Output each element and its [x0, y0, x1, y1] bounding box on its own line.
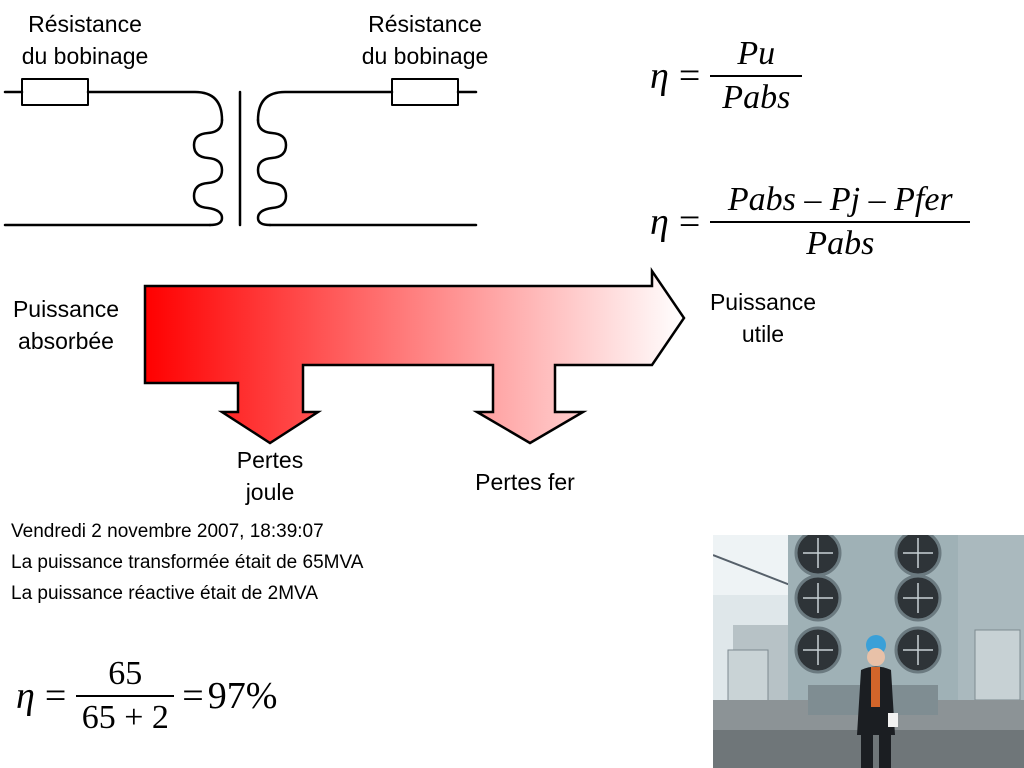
right-coil [256, 118, 288, 227]
efficiency-formula-2: η = Pabs – Pj – Pfer Pabs [650, 172, 971, 272]
result-denominator: 65 + 2 [81, 699, 169, 736]
equals-sign-2: = [182, 675, 204, 717]
iron-loss-label: Pertes fer [475, 469, 575, 495]
power-flow-arrow [143, 266, 686, 445]
input-power-label: Puissance absorbée [0, 293, 132, 357]
right-winding-label: Résistance du bobinage [340, 8, 510, 72]
transformer-diagram [3, 78, 478, 227]
output-power-label: Puissance utile [688, 286, 838, 350]
transformer-site-photo [713, 535, 1024, 768]
formula2-fraction-bar [710, 221, 971, 223]
eta-symbol: η [650, 201, 669, 243]
eta-symbol: η [16, 675, 35, 717]
note-datetime: Vendredi 2 novembre 2007, 18:39:07 [11, 521, 324, 542]
efficiency-formula-1: η = Pu Pabs [650, 26, 803, 126]
formula2-numerator: Pabs – Pj – Pfer [727, 181, 953, 218]
input-power-label-line2: absorbée [18, 328, 114, 354]
right-top-wire [256, 90, 394, 122]
output-power-label-line2: utile [741, 321, 785, 347]
note-reactive-power: La puissance réactive était de 2MVA [11, 583, 318, 604]
joule-loss-label-line1: Pertes [236, 447, 304, 473]
output-power-label-line1: Puissance [709, 289, 817, 315]
right-winding-label-line2: du bobinage [361, 43, 489, 69]
equals-sign: = [678, 55, 701, 97]
eta-symbol: η [650, 55, 669, 97]
equals-sign: = [44, 675, 67, 717]
result-fraction-bar [76, 695, 175, 697]
formula2-denominator: Pabs [806, 225, 875, 262]
measurement-notes: Vendredi 2 novembre 2007, 18:39:07 La pu… [11, 516, 571, 609]
formula1-denominator: Pabs [722, 79, 791, 116]
note-apparent-power: La puissance transformée était de 65MVA [11, 552, 364, 573]
input-power-label-line1: Puissance [12, 296, 120, 322]
power-flow-shape [143, 266, 686, 445]
left-winding-label-line2: du bobinage [21, 43, 149, 69]
result-numerator: 65 [108, 655, 143, 692]
right-winding-label-line1: Résistance [368, 11, 482, 37]
efficiency-result: η = 65 65 + 2 = 97% [16, 648, 277, 744]
left-coil [192, 118, 224, 227]
left-winding-label: Résistance du bobinage [0, 8, 170, 72]
left-winding-label-line1: Résistance [28, 11, 142, 37]
joule-loss-label: Pertes joule [210, 444, 330, 508]
equals-sign: = [678, 201, 701, 243]
formula1-numerator: Pu [737, 35, 776, 72]
joule-loss-label-line2: joule [245, 479, 295, 505]
efficiency-value: 97% [207, 675, 278, 717]
person-figure [857, 635, 898, 768]
left-top-wire [86, 90, 224, 122]
formula1-fraction-bar [710, 75, 803, 77]
